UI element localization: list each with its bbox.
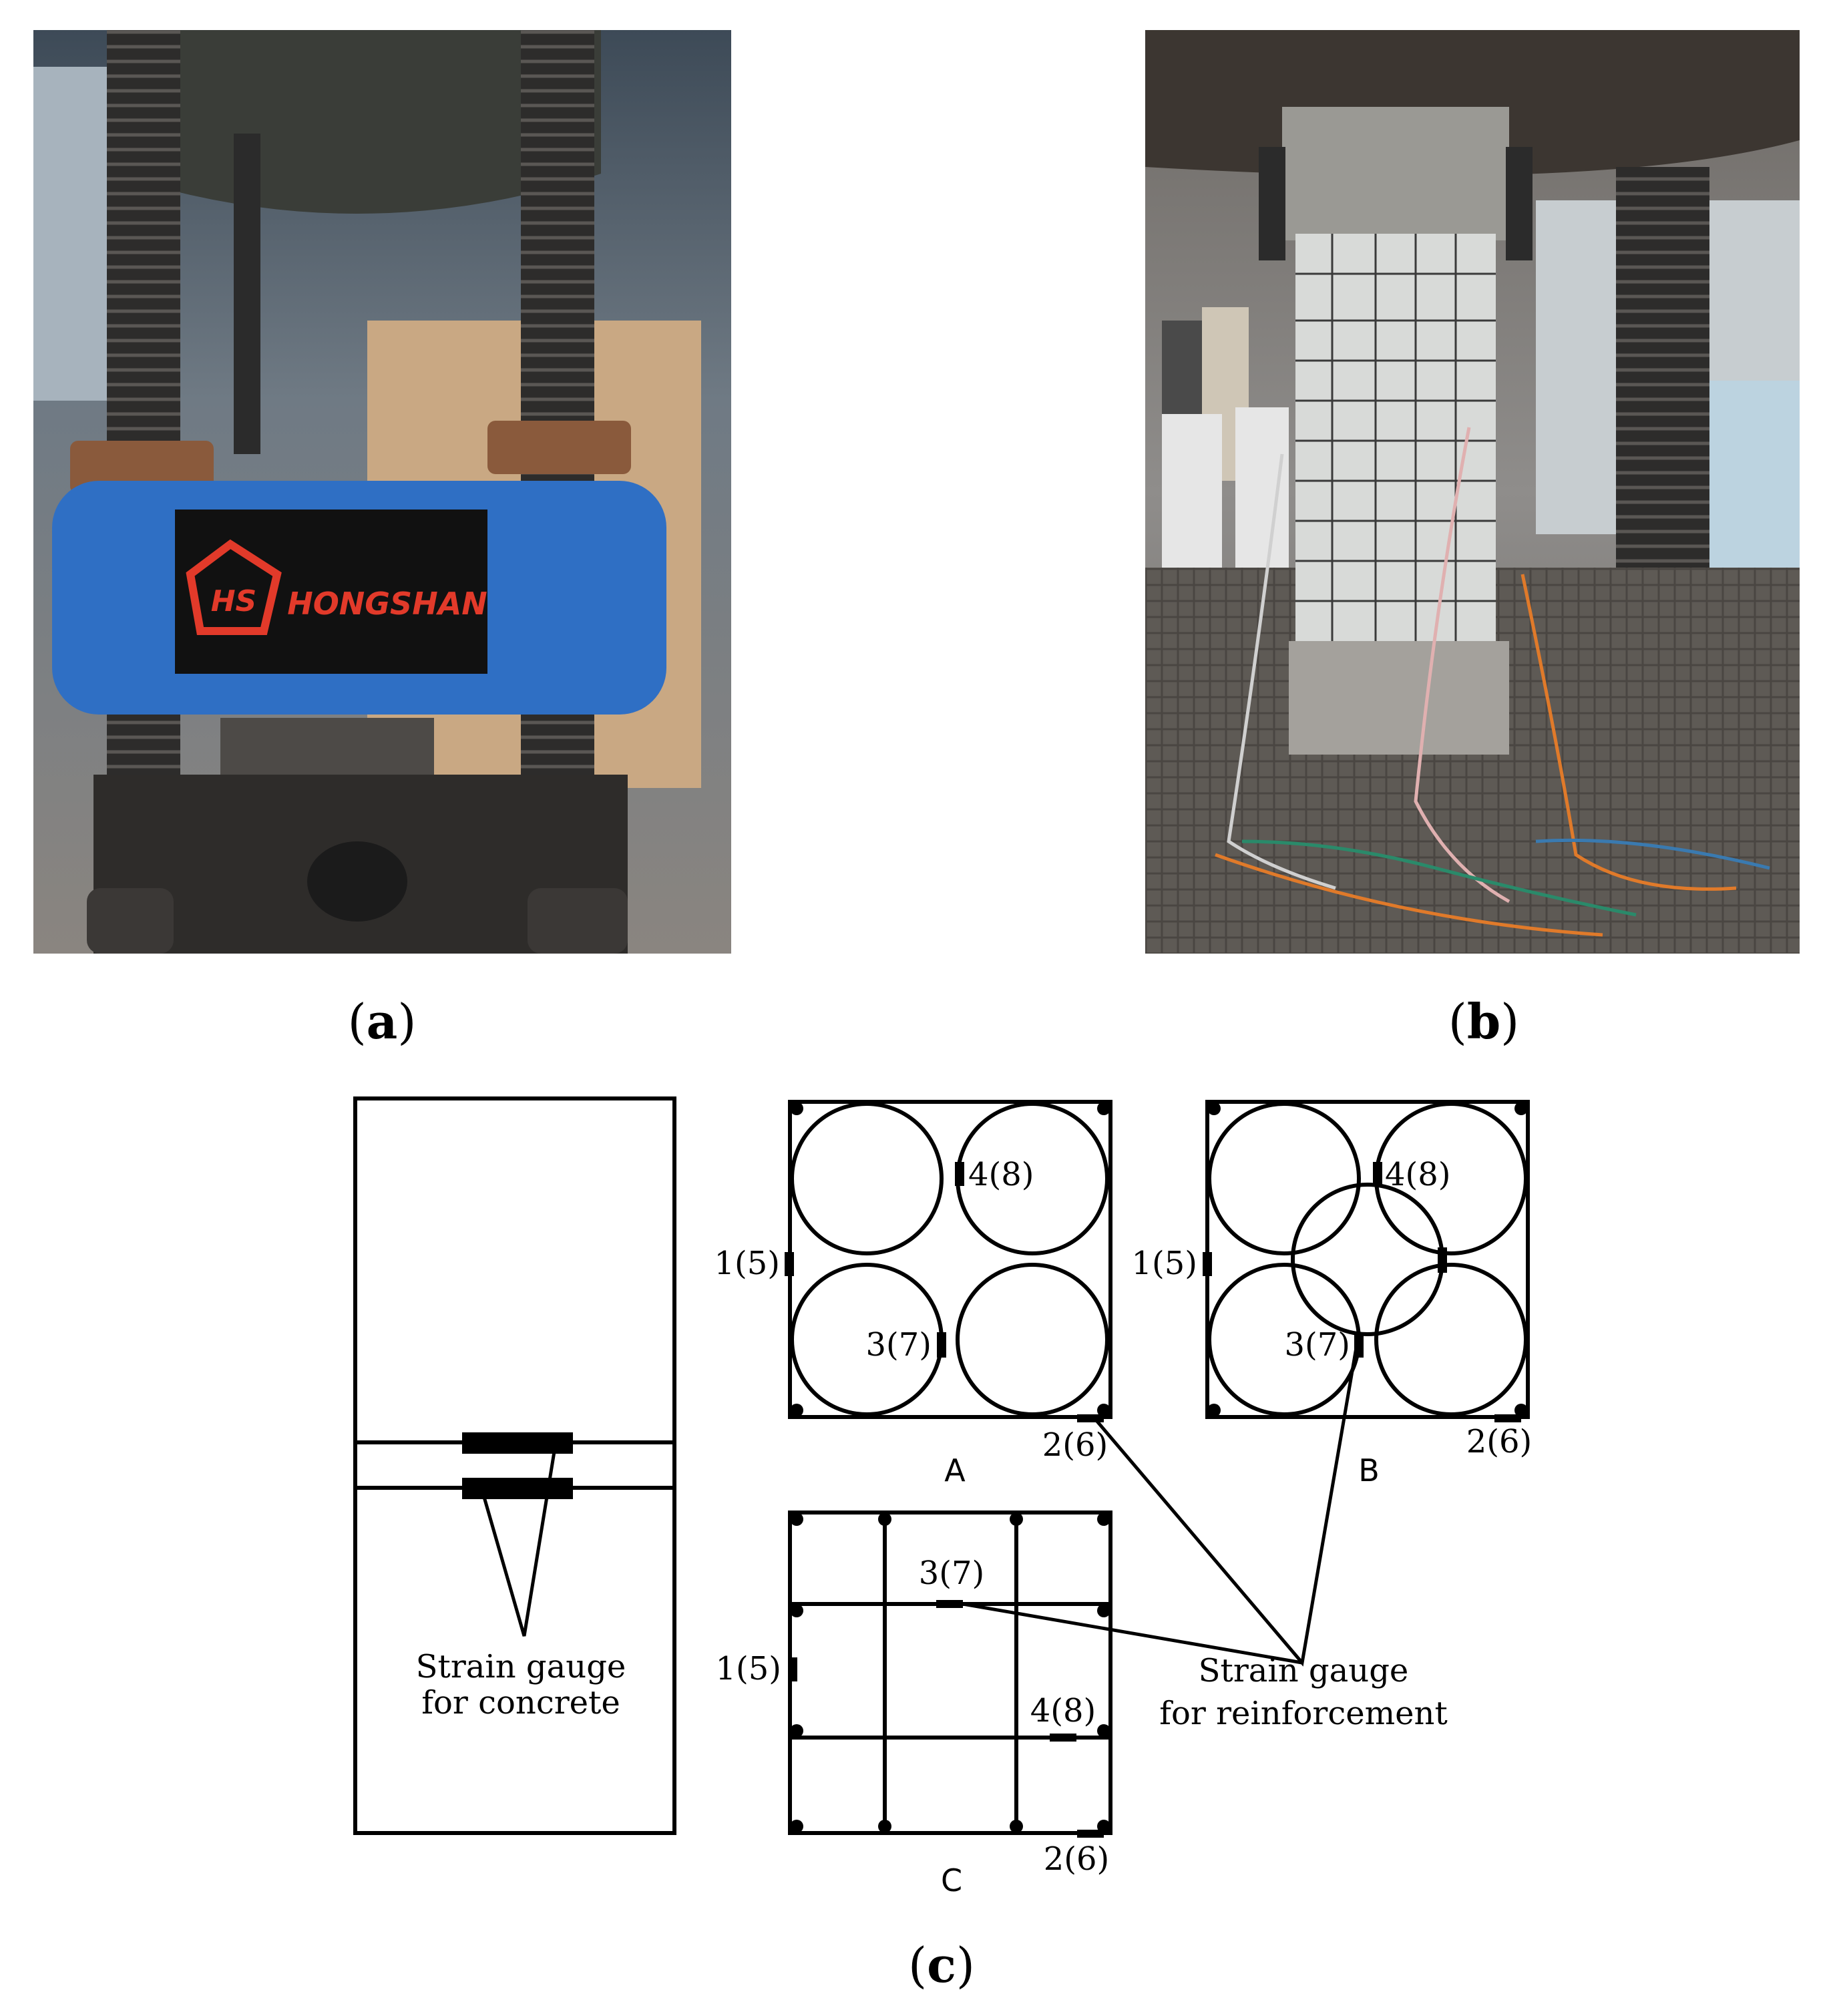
section-c-gauge-1: 1(5) [715, 1650, 781, 1687]
panel-label-a: (a) [348, 993, 417, 1050]
section-a-gauge-4: 4(8) [968, 1156, 1034, 1193]
concrete-gauge-lower [462, 1478, 573, 1499]
section-c-gauge-2: 2(6) [1044, 1840, 1110, 1878]
brand-name: HONGSHAN [287, 586, 487, 622]
section-c-gauge-3: 3(7) [919, 1555, 985, 1592]
section-b-gauge-1: 1(5) [1131, 1245, 1197, 1282]
photo-b-specimen [1145, 30, 1800, 954]
reinforcement-label-line2: for reinforcement [1159, 1695, 1448, 1732]
section-b [1203, 1100, 1530, 1422]
concrete-gauge-upper [462, 1432, 573, 1454]
section-a [785, 1100, 1112, 1422]
column-elevation [353, 1096, 676, 1835]
section-b-gauge-4: 4(8) [1385, 1156, 1451, 1193]
concrete-label-line1: Strain gauge [416, 1648, 626, 1685]
section-b-gauge-2: 2(6) [1466, 1423, 1533, 1460]
diagram-c [353, 1096, 1530, 1838]
photo-a-testing-machine: HS HONGSHAN [33, 30, 731, 954]
section-c [788, 1510, 1112, 1838]
section-a-name: A [944, 1452, 966, 1488]
brand-plate [175, 510, 487, 674]
logo-mark: HS [211, 584, 257, 618]
hs-logo-icon [186, 539, 282, 635]
section-c-gauge-4: 4(8) [1030, 1692, 1096, 1730]
section-a-gauge-2: 2(6) [1042, 1426, 1108, 1464]
panel-label-b: (b) [1448, 993, 1520, 1050]
specimen-column [1295, 234, 1496, 641]
panel-label-c: (c) [908, 1937, 975, 1993]
reinforcement-label-line1: Strain gauge [1199, 1652, 1409, 1689]
section-a-gauge-1: 1(5) [714, 1245, 780, 1282]
section-c-name: C [941, 1862, 962, 1898]
section-b-gauge-3: 3(7) [1284, 1326, 1350, 1364]
section-b-name: B [1358, 1452, 1380, 1488]
section-a-gauge-3: 3(7) [865, 1326, 932, 1364]
concrete-label-line2: for concrete [421, 1684, 620, 1722]
